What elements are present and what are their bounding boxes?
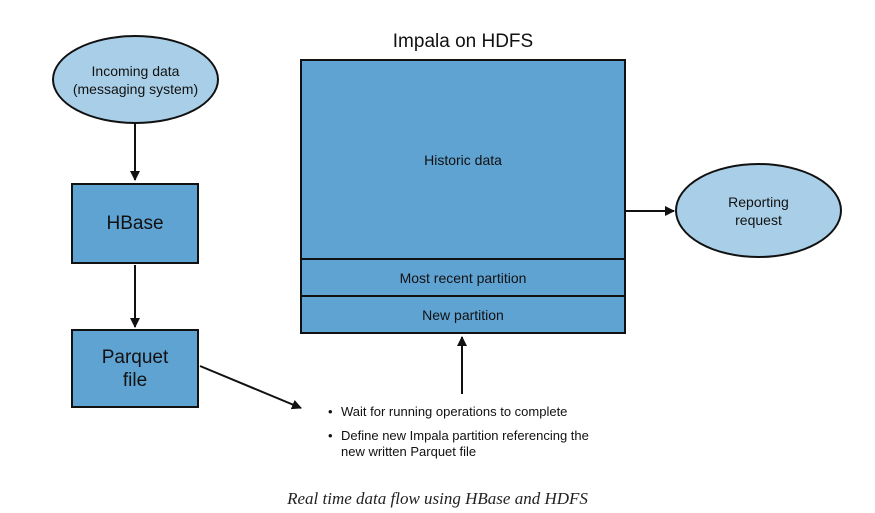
list-item: • Define new Impala partition referencin… [328, 428, 658, 460]
new-partition-label: New partition [422, 306, 504, 323]
most-recent-partition-section: Most recent partition [302, 258, 624, 295]
bullet-icon: • [328, 428, 333, 443]
new-partition-section: New partition [302, 295, 624, 332]
impala-on-hdfs-block: Historic data Most recent partition New … [300, 59, 626, 334]
arrow-parquet-to-steps [199, 365, 302, 410]
historic-data-section: Historic data [302, 61, 624, 258]
reporting-request-label: Reporting request [728, 193, 789, 228]
historic-data-label: Historic data [424, 151, 502, 168]
impala-title: Impala on HDFS [392, 31, 534, 52]
parquet-file-node: Parquet file [71, 329, 199, 408]
step-text: Define new Impala partition referencing … [341, 428, 589, 459]
figure-caption: Real time data flow using HBase and HDFS [287, 489, 588, 508]
partition-steps-list: • Wait for running operations to complet… [328, 404, 658, 468]
hbase-node: HBase [71, 183, 199, 264]
reporting-request-node: Reporting request [675, 163, 842, 258]
most-recent-partition-label: Most recent partition [399, 269, 527, 286]
parquet-file-label: Parquet file [101, 346, 169, 391]
hbase-label: HBase [106, 213, 164, 234]
bullet-icon: • [328, 404, 333, 419]
incoming-data-node: Incoming data (messaging system) [52, 35, 219, 124]
list-item: • Wait for running operations to complet… [328, 404, 658, 420]
incoming-data-label: Incoming data (messaging system) [72, 62, 199, 97]
step-text: Wait for running operations to complete [341, 404, 568, 419]
